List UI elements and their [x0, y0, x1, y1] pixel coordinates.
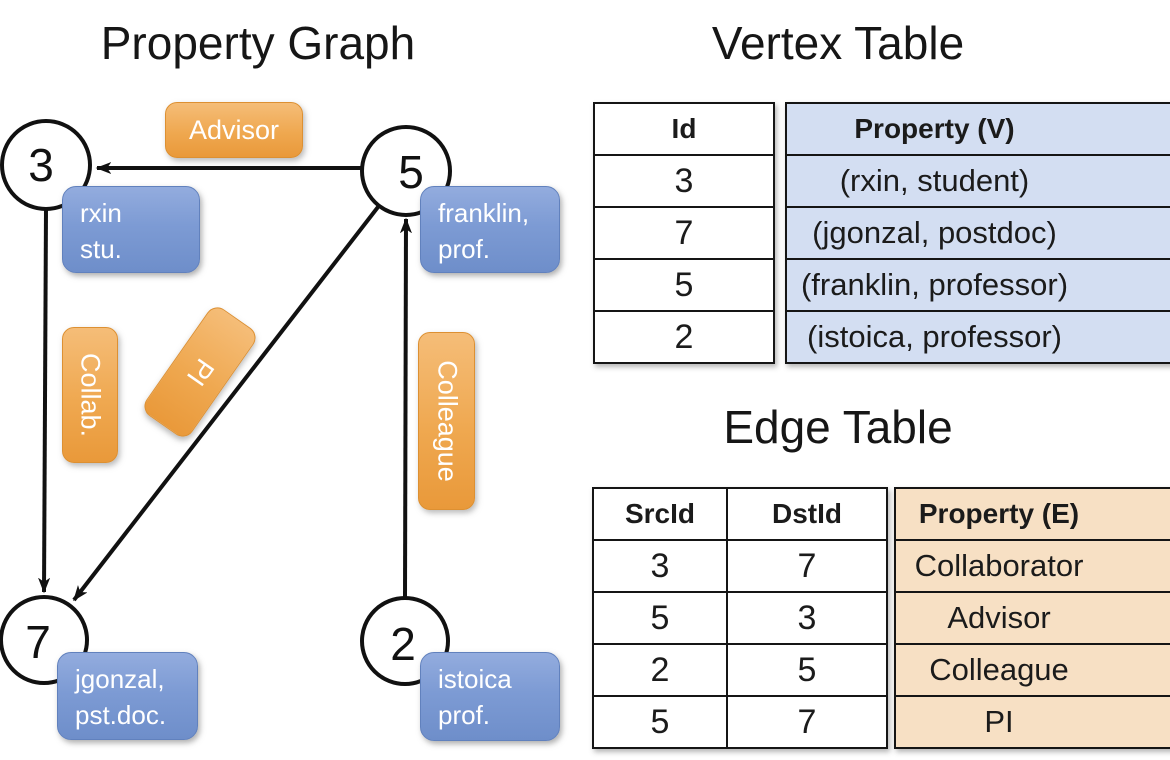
edge-table-property-column: Property (E) Collaborator Advisor Collea… — [894, 487, 1170, 749]
edge-property-cell: Colleague — [894, 643, 1170, 697]
vertex-label-line: franklin, — [438, 198, 530, 228]
vertex-table-id-column: Id 3 7 5 2 — [593, 102, 775, 364]
vertex-label-franklin: franklin, prof. — [420, 186, 560, 273]
edge-label-collab: Collab. — [62, 327, 118, 463]
edge-collab-3-to-7 — [44, 208, 46, 592]
edge-property-cell: Collaborator — [894, 539, 1170, 593]
edge-label-text: Collab. — [75, 352, 106, 438]
vertex-property-cell: (jgonzal, postdoc) — [785, 206, 1170, 260]
edge-table-header-property: Property (E) — [894, 487, 1170, 541]
node-id-7: 7 — [25, 616, 51, 668]
edge-srcid-cell: 2 — [592, 643, 728, 697]
vertex-table-header-property: Property (V) — [785, 102, 1170, 156]
vertex-id-cell: 7 — [593, 206, 775, 260]
edge-srcid-cell: 3 — [592, 539, 728, 593]
property-graph-title: Property Graph — [100, 17, 416, 69]
edge-label-text: PI — [180, 353, 221, 392]
vertex-label-rxin: rxin stu. — [62, 186, 200, 273]
edge-srcid-cell: 5 — [592, 695, 728, 749]
vertex-label-line: jgonzal, — [75, 664, 165, 694]
edge-table-header-dstid: DstId — [726, 487, 888, 541]
edge-table-id-columns: SrcId DstId 3 7 5 3 2 5 5 7 — [592, 487, 888, 749]
vertex-label-line: prof. — [438, 699, 491, 730]
edge-label-text: Advisor — [188, 115, 280, 145]
node-id-2: 2 — [390, 618, 416, 670]
edge-dstid-cell: 7 — [726, 695, 888, 749]
edge-label-advisor: Advisor — [165, 102, 303, 158]
vertex-id-cell: 2 — [593, 310, 775, 364]
vertex-label-istoica: istoica prof. — [420, 652, 560, 741]
edge-dstid-cell: 3 — [726, 591, 888, 645]
edge-pi-5-to-7 — [72, 205, 380, 602]
node-id-3: 3 — [28, 139, 54, 191]
edge-dstid-cell: 7 — [726, 539, 888, 593]
edge-table-title: Edge Table — [723, 401, 953, 453]
vertex-label-line: stu. — [80, 233, 122, 264]
edge-srcid-cell: 5 — [592, 591, 728, 645]
vertex-label-line: prof. — [438, 233, 491, 264]
edge-table-header-srcid: SrcId — [592, 487, 728, 541]
vertex-property-cell: (franklin, professor) — [785, 258, 1170, 312]
vertex-label-line: pst.doc. — [75, 699, 167, 730]
node-id-5: 5 — [398, 146, 424, 198]
vertex-label-line: rxin — [80, 198, 122, 228]
edge-label-text: Colleague — [432, 360, 462, 482]
vertex-table-title: Vertex Table — [711, 17, 965, 69]
vertex-id-cell: 5 — [593, 258, 775, 312]
edge-label-colleague: Colleague — [418, 332, 475, 510]
vertex-label-line: istoica — [438, 664, 512, 694]
edge-property-cell: PI — [894, 695, 1170, 749]
edge-property-cell: Advisor — [894, 591, 1170, 645]
vertex-property-cell: (istoica, professor) — [785, 310, 1170, 364]
vertex-label-jgonzal: jgonzal, pst.doc. — [57, 652, 198, 740]
edge-dstid-cell: 5 — [726, 643, 888, 697]
vertex-property-cell: (rxin, student) — [785, 154, 1170, 208]
vertex-table-property-column: Property (V) (rxin, student) (jgonzal, p… — [785, 102, 1170, 364]
vertex-table-header-id: Id — [593, 102, 775, 156]
edge-colleague-2-to-5 — [405, 219, 406, 598]
vertex-id-cell: 3 — [593, 154, 775, 208]
